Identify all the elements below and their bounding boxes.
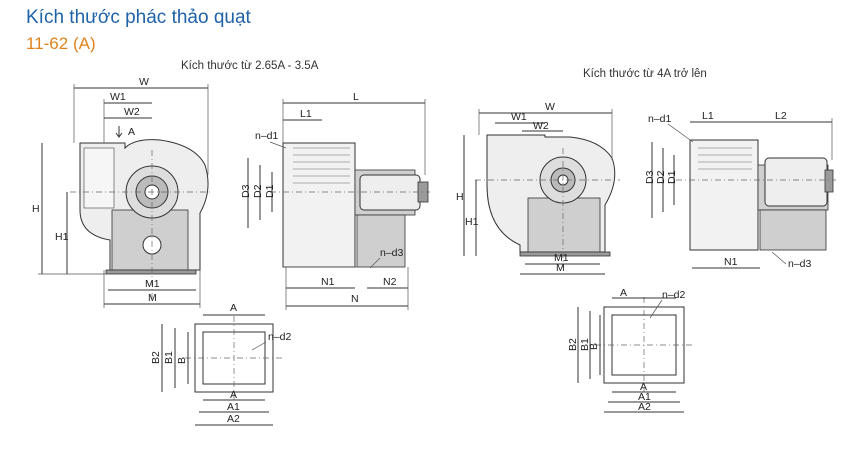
dim-nd3: n–d3: [380, 247, 404, 259]
dim-D1: D1: [264, 184, 276, 198]
outlet-flange-small: A n–d2 B2 B1 B A A1 A2: [150, 302, 292, 426]
dim-N1-large: N1: [724, 256, 738, 268]
fan-side-view-small: L L1 n–d1 D3 D2 D1 n–d3 N1 N2 N: [240, 91, 430, 310]
dim-B1-large: B1: [579, 338, 591, 351]
caption-large-range: Kích thước từ 4A trở lên: [583, 68, 707, 80]
dim-W1: W1: [110, 91, 126, 103]
dim-H1-large: H1: [465, 216, 479, 228]
dim-H1: H1: [55, 231, 69, 243]
dim-W2: W2: [124, 106, 140, 118]
flange-A-bottom: A: [230, 389, 237, 401]
dim-nd2-small: n–d2: [268, 331, 292, 343]
flange-A-bottom-large: A: [640, 381, 647, 393]
dim-N: N: [351, 293, 359, 305]
dim-D3-large: D3: [644, 170, 656, 184]
dim-H: H: [32, 203, 40, 215]
caption-small-range: Kích thước từ 2.65A - 3.5A: [181, 60, 319, 72]
dim-M: M: [148, 292, 157, 304]
dim-W: W: [139, 76, 149, 88]
fan-side-view-large: L1 L2 n–d1 D3 D2 D1 N1 n–d3: [644, 110, 836, 270]
dim-L1-large: L1: [702, 110, 714, 122]
model-code: 11-62 (A): [26, 34, 96, 53]
dim-B2-small: B2: [150, 351, 162, 364]
fan-front-view-small: W W1 W2 A H H1 M1 M: [32, 76, 210, 308]
dim-A1-small: A1: [227, 401, 240, 413]
outlet-flange-large: A n–d2 B2 B1 B A A1 A2: [567, 287, 693, 413]
dim-D2: D2: [252, 184, 264, 198]
dim-B2-large: B2: [567, 338, 579, 351]
dim-A2-small: A2: [227, 413, 240, 425]
dim-nd2-large: n–d2: [662, 289, 686, 301]
dim-W-large: W: [545, 101, 555, 113]
dim-W1-large: W1: [511, 111, 527, 123]
dim-N1: N1: [321, 276, 335, 288]
dim-W2-large: W2: [533, 120, 549, 132]
dim-D2-large: D2: [655, 170, 667, 184]
dim-M-large: M: [556, 262, 565, 274]
dim-M1-large: M1: [554, 252, 569, 264]
dim-H-large: H: [456, 191, 464, 203]
page-title: Kích thước phác thảo quạt: [26, 7, 251, 28]
flange-A-top-large: A: [620, 287, 627, 299]
dim-L: L: [353, 91, 359, 103]
fan-front-view-large: W W1 W2 H H1 M1 M: [456, 101, 620, 275]
dim-N2: N2: [383, 276, 397, 288]
dim-A-inlet: A: [128, 126, 135, 138]
flange-A-top: A: [230, 302, 237, 314]
dim-L1: L1: [300, 108, 312, 120]
dim-L2: L2: [775, 110, 787, 122]
dim-B1-small: B1: [163, 351, 175, 364]
dim-nd1-large: n–d1: [648, 113, 672, 125]
dim-M1: M1: [145, 278, 160, 290]
dim-A1-large: A1: [638, 391, 651, 403]
dim-B-small: B: [176, 357, 188, 364]
dim-A2-large: A2: [638, 401, 651, 413]
dim-nd3-large: n–d3: [788, 258, 812, 270]
dim-D1-large: D1: [666, 170, 678, 184]
dim-D3: D3: [240, 184, 252, 198]
dim-nd1: n–d1: [255, 130, 279, 142]
dim-B-large: B: [588, 343, 600, 350]
